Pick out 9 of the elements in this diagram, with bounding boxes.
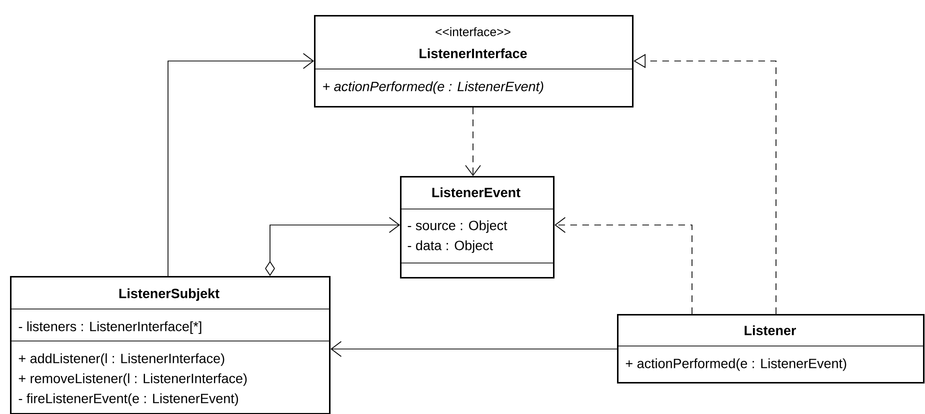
aggregation-arrow: [265, 217, 400, 276]
dependency-arrow: [465, 107, 481, 176]
association-arrow: [330, 341, 618, 357]
class-box: Listener + actionPerformed(e : ListenerEvent): [616, 314, 925, 384]
class-box: ListenerSubjekt - listeners : ListenerInterface[*] + addListener(l : ListenerInterface) + removeListener(l : ListenerInterface) - fireListenerEvent(e : ListenerEvent): [10, 276, 331, 414]
association-arrow: [168, 53, 314, 276]
class-box: <<interface>> ListenerInterface + actionPerformed(e : ListenerEvent): [314, 15, 634, 108]
class-box: ListenerEvent - source : Object - data : Object: [400, 176, 555, 279]
dependency-arrow: [554, 217, 692, 314]
